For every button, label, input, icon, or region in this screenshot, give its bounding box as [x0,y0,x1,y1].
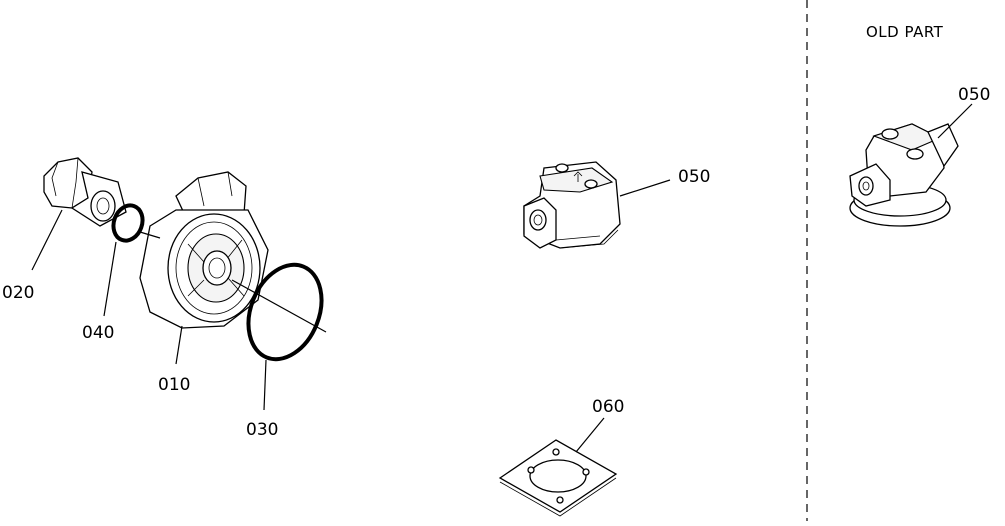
part-050-old-filter-head [849,103,973,227]
callout-040: 040 [82,323,114,343]
callout-050-main: 050 [678,167,710,187]
callout-010: 010 [158,375,190,395]
callout-050-old: 050 [958,85,990,105]
callout-020: 020 [2,283,34,303]
old-part-heading: OLD PART [866,23,944,41]
part-050-filter-head [523,161,671,249]
part-030-large-oring [231,262,327,411]
callout-060: 060 [592,397,624,417]
part-060-gasket [498,417,618,517]
callout-030: 030 [246,420,278,440]
part-010-filter-body [139,171,269,365]
part-040-small-oring [103,203,145,317]
part-020-fitting [31,157,127,271]
